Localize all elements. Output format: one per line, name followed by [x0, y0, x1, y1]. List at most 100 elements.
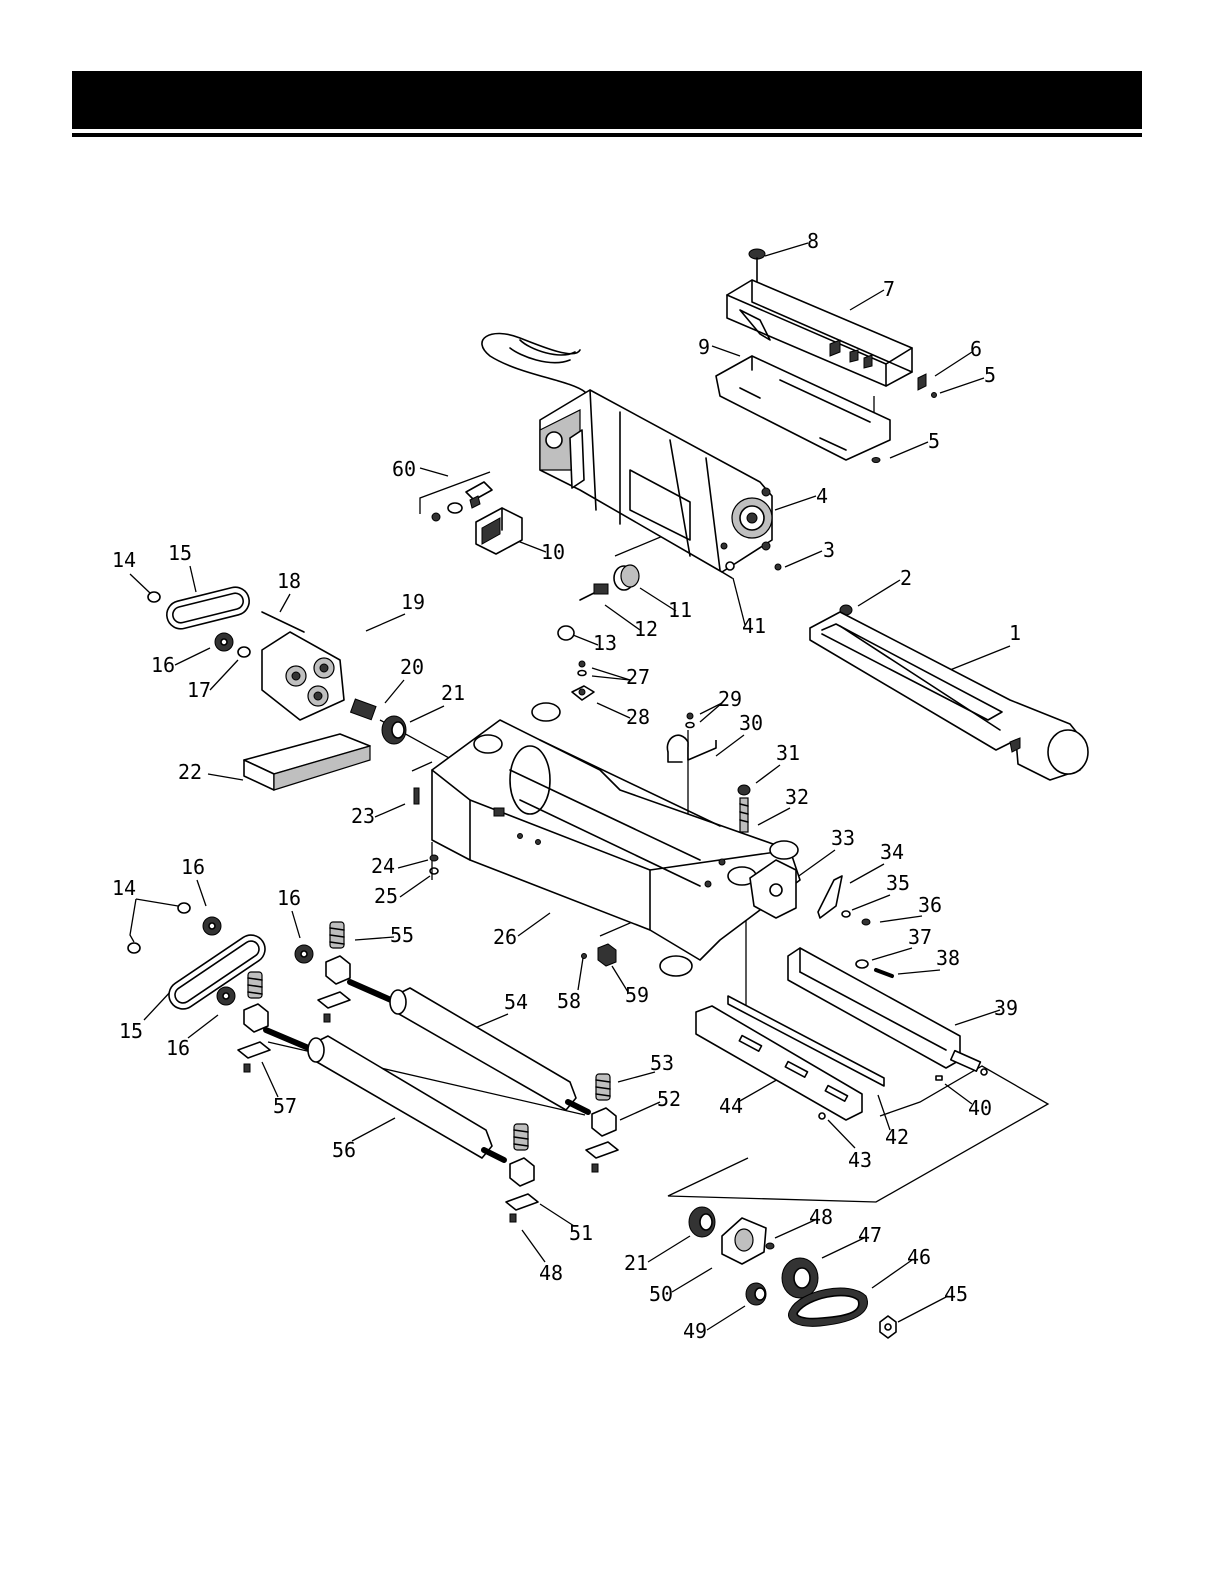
- callout-label-c15b: 15: [119, 1019, 143, 1043]
- callout-label-c18: 18: [277, 569, 301, 593]
- callout-label-c12: 12: [634, 617, 658, 641]
- screw-58: [582, 954, 587, 959]
- screw-24: [430, 855, 438, 861]
- callout-label-c16b: 16: [181, 855, 205, 879]
- callout-label-c58: 58: [557, 989, 581, 1013]
- bracket-30: [667, 735, 716, 762]
- callout-label-c14a: 14: [112, 548, 136, 572]
- callout-label-c48b: 48: [539, 1261, 563, 1285]
- switch-10: [476, 508, 522, 554]
- tray-22: [244, 734, 370, 790]
- callout-label-c49: 49: [683, 1319, 707, 1343]
- callout-label-c2: 2: [900, 566, 912, 590]
- callout-label-c25: 25: [374, 884, 398, 908]
- motor-4: [540, 390, 772, 578]
- callout-label-c26: 26: [493, 925, 517, 949]
- screw-3: [775, 564, 781, 570]
- callout-label-c17: 17: [187, 678, 211, 702]
- washer-14c: [128, 943, 140, 953]
- spring-57: [248, 972, 262, 998]
- bolt-38: [876, 970, 892, 976]
- chain-15a: [164, 584, 252, 631]
- brush-holder-11: [614, 565, 639, 590]
- pin-23: [414, 788, 419, 804]
- screw-5b: [872, 458, 880, 463]
- pulley-47: [782, 1258, 818, 1298]
- washer-14b: [178, 903, 190, 913]
- screw-48a: [766, 1243, 774, 1249]
- screw-29: [686, 713, 694, 728]
- callout-label-c31: 31: [776, 741, 800, 765]
- callout-label-c9: 9: [698, 335, 710, 359]
- bearing-21b: [689, 1207, 715, 1237]
- spring-51: [514, 1124, 528, 1150]
- callout-label-c57: 57: [273, 1094, 297, 1118]
- callout-label-c8: 8: [807, 229, 819, 253]
- sprocket-16d: [217, 987, 235, 1005]
- cap-31: [738, 785, 750, 795]
- callout-label-c53: 53: [650, 1051, 674, 1075]
- screw-5a: [932, 393, 937, 398]
- sprocket-16c: [295, 945, 313, 963]
- block-51: [506, 1158, 538, 1222]
- dust-hood-1: [810, 612, 1088, 780]
- callout-label-c21b: 21: [624, 1251, 648, 1275]
- callout-label-c42: 42: [885, 1125, 909, 1149]
- callout-label-c27: 27: [626, 665, 650, 689]
- gearbox-19: [262, 632, 344, 720]
- callout-label-c22: 22: [178, 760, 202, 784]
- brush-cap-13: [558, 626, 574, 640]
- callout-label-c51: 51: [569, 1221, 593, 1245]
- callout-label-c15a: 15: [168, 541, 192, 565]
- callout-label-c52: 52: [657, 1087, 681, 1111]
- block-57: [238, 1004, 270, 1072]
- callout-label-c59: 59: [625, 983, 649, 1007]
- screw-43: [819, 1113, 825, 1119]
- clamp-28: [572, 686, 594, 700]
- callout-label-c44: 44: [719, 1094, 743, 1118]
- callout-label-c56: 56: [332, 1138, 356, 1162]
- bushing-17: [238, 647, 250, 657]
- callout-label-c33: 33: [831, 826, 855, 850]
- callout-label-c13: 13: [593, 631, 617, 655]
- washer-35: [842, 911, 850, 917]
- callout-label-c37: 37: [908, 925, 932, 949]
- callout-label-c32: 32: [785, 785, 809, 809]
- shaft-20: [351, 699, 376, 720]
- callout-label-c45: 45: [944, 1282, 968, 1306]
- callout-label-c7: 7: [883, 277, 895, 301]
- callout-label-c39: 39: [994, 996, 1018, 1020]
- callout-label-c6: 6: [970, 337, 982, 361]
- base-26: [432, 703, 800, 976]
- callout-label-c28: 28: [626, 705, 650, 729]
- sprocket-16a: [215, 633, 233, 651]
- callout-label-c60: 60: [392, 457, 416, 481]
- callout-label-c38: 38: [936, 946, 960, 970]
- clip-6: [918, 374, 926, 390]
- callout-label-c5b: 5: [928, 429, 940, 453]
- callout-label-c43: 43: [848, 1148, 872, 1172]
- callout-label-c47: 47: [858, 1223, 882, 1247]
- callout-label-c1: 1: [1009, 621, 1021, 645]
- shaft-18: [262, 612, 304, 632]
- pulley-49: [746, 1283, 766, 1305]
- callout-label-c21a: 21: [441, 681, 465, 705]
- brush-12: [580, 584, 608, 600]
- nut-45: [880, 1316, 896, 1338]
- block-52: [586, 1108, 618, 1172]
- screw-36: [862, 919, 870, 925]
- callout-label-c41: 41: [742, 614, 766, 638]
- callout-label-c40: 40: [968, 1096, 992, 1120]
- housing-50: [722, 1218, 766, 1264]
- callout-label-c3: 3: [823, 538, 835, 562]
- washer-14a: [148, 592, 160, 602]
- callout-label-c55: 55: [390, 923, 414, 947]
- callout-label-c30: 30: [739, 711, 763, 735]
- callout-label-c23: 23: [351, 804, 375, 828]
- callout-label-c34: 34: [880, 840, 904, 864]
- callout-label-c36: 36: [918, 893, 942, 917]
- callout-label-c5a: 5: [984, 363, 996, 387]
- callout-label-c29: 29: [718, 687, 742, 711]
- callout-label-c4: 4: [816, 484, 828, 508]
